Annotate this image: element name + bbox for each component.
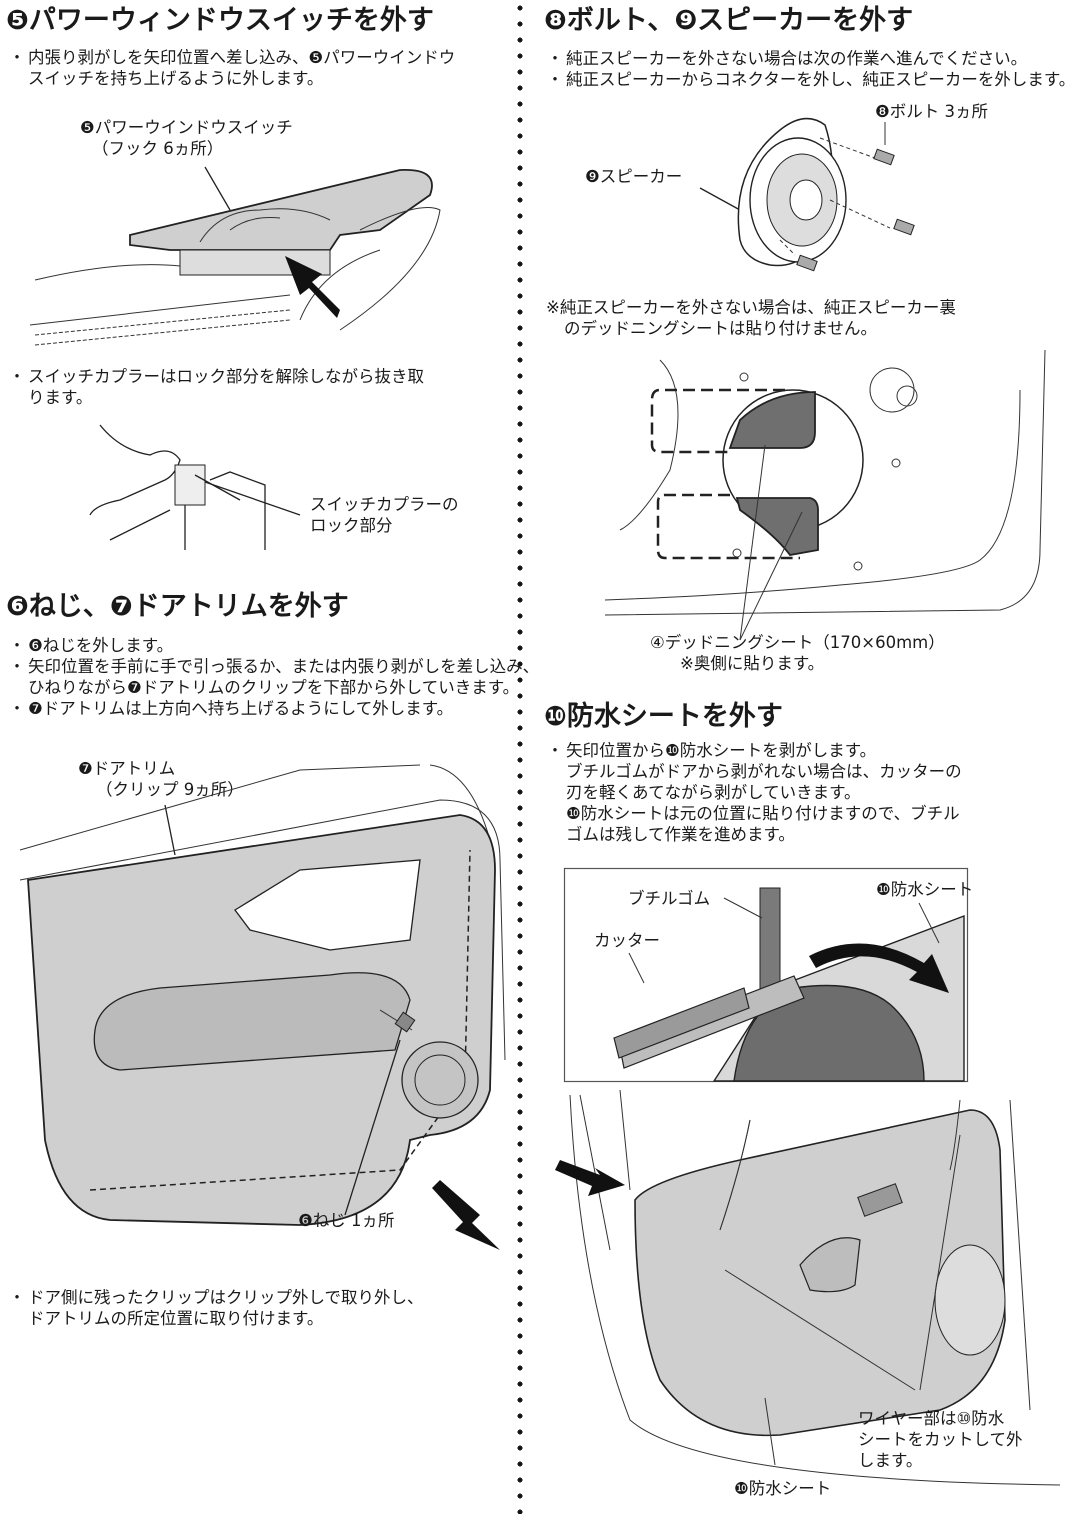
bolt-icon — [893, 218, 915, 236]
hand-drawing — [89, 424, 181, 516]
armrest — [93, 972, 411, 1071]
cutter-label: カッター — [594, 931, 660, 950]
column-divider — [517, 0, 523, 1514]
door-waterproof-sheet-illustration — [555, 1089, 1061, 1486]
section-8-9-instructions: ・純正スピーカーを外さない場合は次の作業へ進んでください。 ・純正スピーカーから… — [546, 49, 1076, 89]
waterproof-sheet-detail-label: ❿防水シート — [876, 880, 974, 899]
leader-line — [628, 952, 645, 984]
dampening-sheet-lower — [735, 497, 819, 556]
speaker-label: ❾スピーカー — [585, 167, 683, 186]
waterproof-sheet-label: ❿防水シート — [734, 1479, 832, 1498]
leader-line — [918, 902, 940, 944]
door-trim-label: ❼ドアトリム （クリップ 9ヵ所） — [78, 759, 244, 799]
switch-coupler-illustration — [89, 424, 301, 550]
butyl-rubber-label: ブチルゴム — [628, 889, 711, 908]
peeled-sheet-flap — [733, 984, 925, 1082]
bolt-icon — [796, 254, 818, 272]
section-10-title: ❿防水シートを外す — [544, 701, 783, 732]
power-window-switch-illustration — [29, 166, 441, 346]
dampening-note: ※純正スピーカーを外さない場合は、純正スピーカー裏 のデッドニングシートは貼り付… — [546, 298, 956, 338]
leader-line — [204, 481, 301, 516]
dashed-outline-lower — [656, 493, 800, 560]
leader-line — [919, 1134, 961, 1391]
section-5-title: ❺パワーウィンドウスイッチを外す — [6, 5, 434, 36]
dampening-sheet-upper — [728, 391, 816, 449]
wire-cut-label: ワイヤー部は⑩防水 シートをカットして外 します。 — [858, 1409, 1023, 1470]
sheet-recess — [799, 1237, 861, 1293]
coupler-instructions: ・スイッチカプラーはロック部分を解除しながら抜き取 ります。 — [8, 367, 424, 407]
bolt-icon — [873, 148, 895, 166]
speaker-illustration — [699, 117, 915, 272]
insertion-arrow-icon — [285, 256, 340, 318]
dampening-sheet-label: ④デッドニングシート（170×60mm） ※奥側に貼ります。 — [650, 633, 945, 673]
door-trim-illustration — [19, 764, 506, 1250]
clip-note: ・ドア側に残ったクリップはクリップ外しで取り外し、 ドアトリムの所定位置に取り付… — [8, 1288, 424, 1328]
bolt-label: ❽ボルト 3ヵ所 — [875, 102, 989, 121]
power-window-switch-label: ❺パワーウインドウスイッチ （フック 6ヵ所） — [80, 118, 293, 158]
leader-line — [764, 1397, 776, 1466]
leader-line — [164, 804, 176, 856]
switch-opening — [234, 859, 421, 951]
section-10-instructions: ・矢印位置から❿防水シートを剥がします。 ブチルゴムがドアから剥がれない場合は、… — [546, 741, 962, 844]
peel-direction-arrow-icon — [809, 943, 949, 993]
leader-line — [739, 511, 803, 641]
leader-line — [723, 897, 763, 919]
dampening-sheet-illustration — [604, 349, 1046, 641]
peel-start-arrow-icon — [555, 1160, 625, 1196]
leader-line — [699, 187, 741, 211]
leader-line — [739, 444, 766, 641]
pull-arrow-icon — [432, 1180, 500, 1250]
coupler-lock-label: スイッチカプラーの ロック部分 — [310, 495, 459, 535]
bullet: ・ — [8, 48, 26, 67]
cutter-detail-illustration — [563, 867, 969, 1083]
section-6-7-instructions: ・❻ねじを外します。 ・矢印位置を手前に手で引っ張るか、または内張り剥がしを差し… — [8, 636, 540, 718]
section-6-7-title: ❻ねじ、❼ドアトリムを外す — [6, 591, 349, 622]
switch-panel — [129, 169, 433, 251]
section-5-instructions: ・内張り剥がしを矢印位置へ差し込み、❺パワーウインドウ スイッチを持ち上げるよう… — [6, 47, 516, 89]
leader-line — [724, 1269, 916, 1391]
speaker-grille — [401, 1041, 479, 1119]
dashed-outline-upper — [650, 388, 785, 454]
screw-label: ❻ねじ 1ヵ所 — [298, 1211, 395, 1230]
leader-line — [344, 1039, 401, 1216]
section-8-9-title: ❽ボルト、❾スピーカーを外す — [544, 5, 914, 36]
leader-line — [204, 166, 231, 211]
cutter-handle — [613, 987, 750, 1059]
screw-icon — [394, 1011, 416, 1033]
